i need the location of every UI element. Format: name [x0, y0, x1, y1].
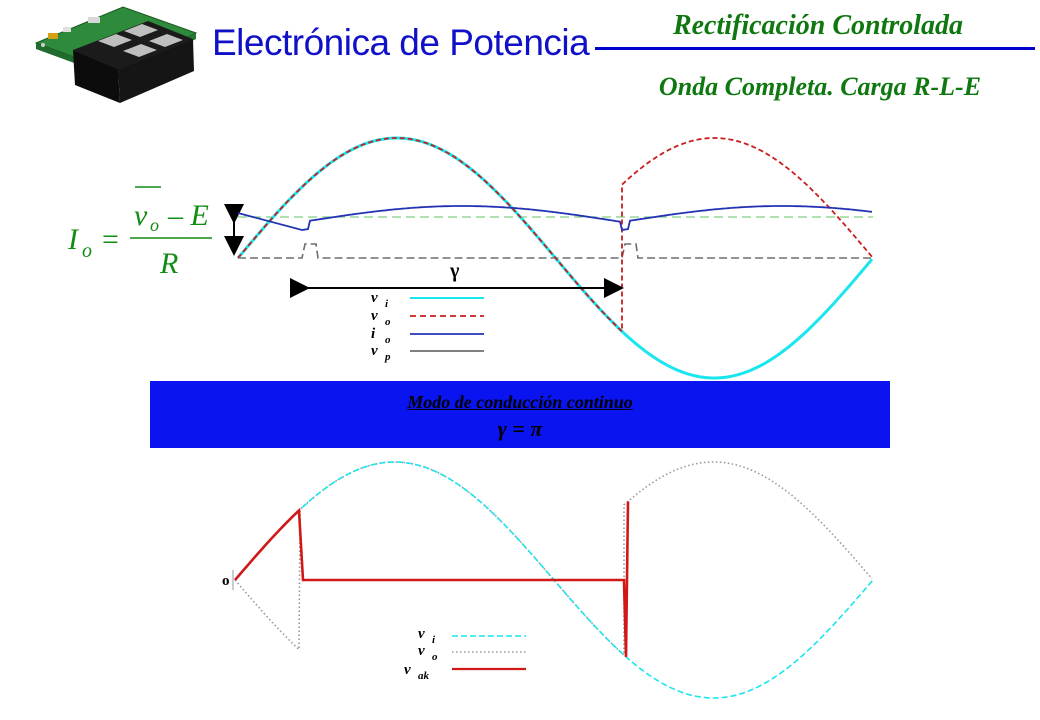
banner-title: Modo de conducción continuo [407, 392, 633, 412]
formula-lhs: I [67, 223, 80, 256]
legend-symbol: v [418, 643, 425, 659]
series-vo [234, 461, 873, 657]
series-vak [234, 501, 630, 657]
series-vp [238, 243, 873, 259]
legend-subscript: o [385, 334, 391, 346]
banner-equation: γ = π [497, 416, 543, 441]
formula-numerator-rest: – E [167, 199, 209, 232]
legend-symbol: v [418, 626, 425, 642]
legend-symbol: v [371, 343, 378, 359]
legend-subscript: o [385, 316, 391, 328]
legend-symbol: i [371, 326, 376, 342]
header-divider [595, 47, 1035, 50]
formula-numerator-sub: o [150, 215, 159, 235]
bottom-legend: v i v o v ak [404, 626, 526, 682]
legend-subscript: ak [418, 670, 430, 682]
formula-numerator-var: v [134, 199, 148, 232]
subtopic-title: Onda Completa. Carga R-L-E [658, 72, 982, 101]
igbt-module-image [34, 6, 198, 103]
legend-subscript: i [432, 634, 436, 646]
legend-symbol: v [404, 662, 411, 678]
conduction-mode-banner: Modo de conducción continuo γ = π [150, 381, 890, 448]
topic-title: Rectificación Controlada [672, 10, 964, 41]
origin-label: o [222, 573, 230, 589]
legend-symbol: v [371, 308, 378, 324]
course-title: Electrónica de Potencia [212, 22, 590, 63]
series-vo [237, 137, 873, 334]
formula-equals: = [102, 223, 119, 256]
gamma-label: γ [449, 260, 460, 282]
legend-subscript: i [385, 298, 389, 310]
formula-denominator: R [159, 247, 178, 280]
legend-symbol: v [371, 290, 378, 306]
average-current-formula: I o = v o – E R [67, 186, 212, 280]
formula-lhs-sub: o [82, 240, 92, 262]
legend-subscript: p [384, 351, 391, 363]
legend-subscript: o [432, 651, 438, 663]
series-io [237, 205, 873, 232]
top-legend: v i v o i o v p [371, 290, 484, 363]
